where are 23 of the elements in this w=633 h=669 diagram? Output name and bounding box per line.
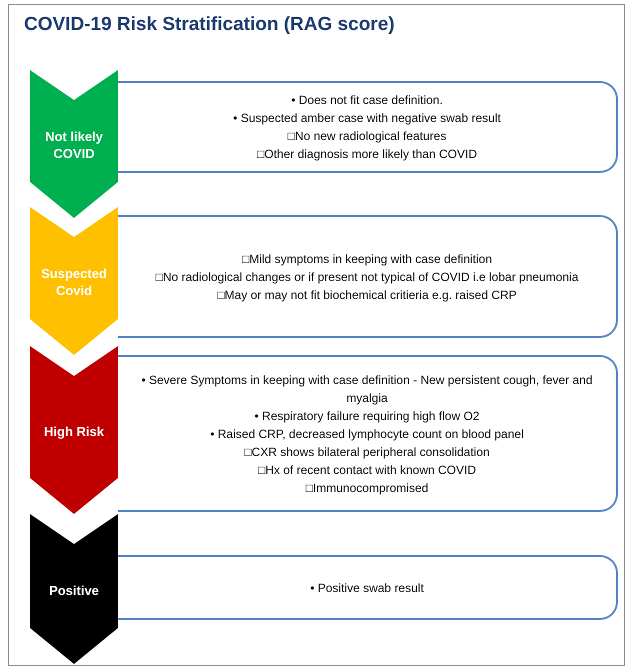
criteria-box [118, 555, 618, 620]
criterion-text: • Suspected amber case with negative swab result [233, 111, 501, 125]
criterion-text: □Mild symptoms in keeping with case definition [242, 252, 492, 266]
criterion-text: □Immunocompromised [306, 480, 428, 494]
category-label: Suspected Covid [40, 265, 108, 299]
criterion-text: □Other diagnosis more likely than COVID [256, 147, 477, 161]
criterion-text: • Severe Symptoms in keeping with case definition - New persistent cough, fever and myalgia [141, 372, 593, 404]
criteria-box [118, 215, 618, 338]
criterion-text: □May or may not fit biochemical critieria e.g. raised CRP [217, 288, 517, 302]
criterion-text: • Does not fit case definition. [291, 93, 443, 107]
criterion-text: □Hx of recent contact with known COVID [258, 462, 476, 476]
criterion-text: □No radiological changes or if present not typical of COVID i.e lobar pneumonia [156, 270, 578, 284]
criteria-box [118, 81, 618, 173]
criterion-text: • Positive swab result [310, 580, 424, 594]
category-label: Not likely COVID [44, 128, 104, 162]
criteria-box [118, 355, 618, 512]
category-label: High Risk [43, 422, 105, 440]
criterion-text: • Raised CRP, decreased lymphocyte count on blood panel [210, 426, 524, 440]
title: COVID-19 Risk Stratification (RAG score) [24, 14, 395, 36]
criterion-text: • Respiratory failure requiring high flow O2 [254, 408, 480, 422]
criterion-text: □CXR shows bilateral peripheral consolidation [244, 444, 490, 458]
criterion-text: □No new radiological features [288, 129, 446, 143]
category-label: Positive [48, 582, 100, 598]
